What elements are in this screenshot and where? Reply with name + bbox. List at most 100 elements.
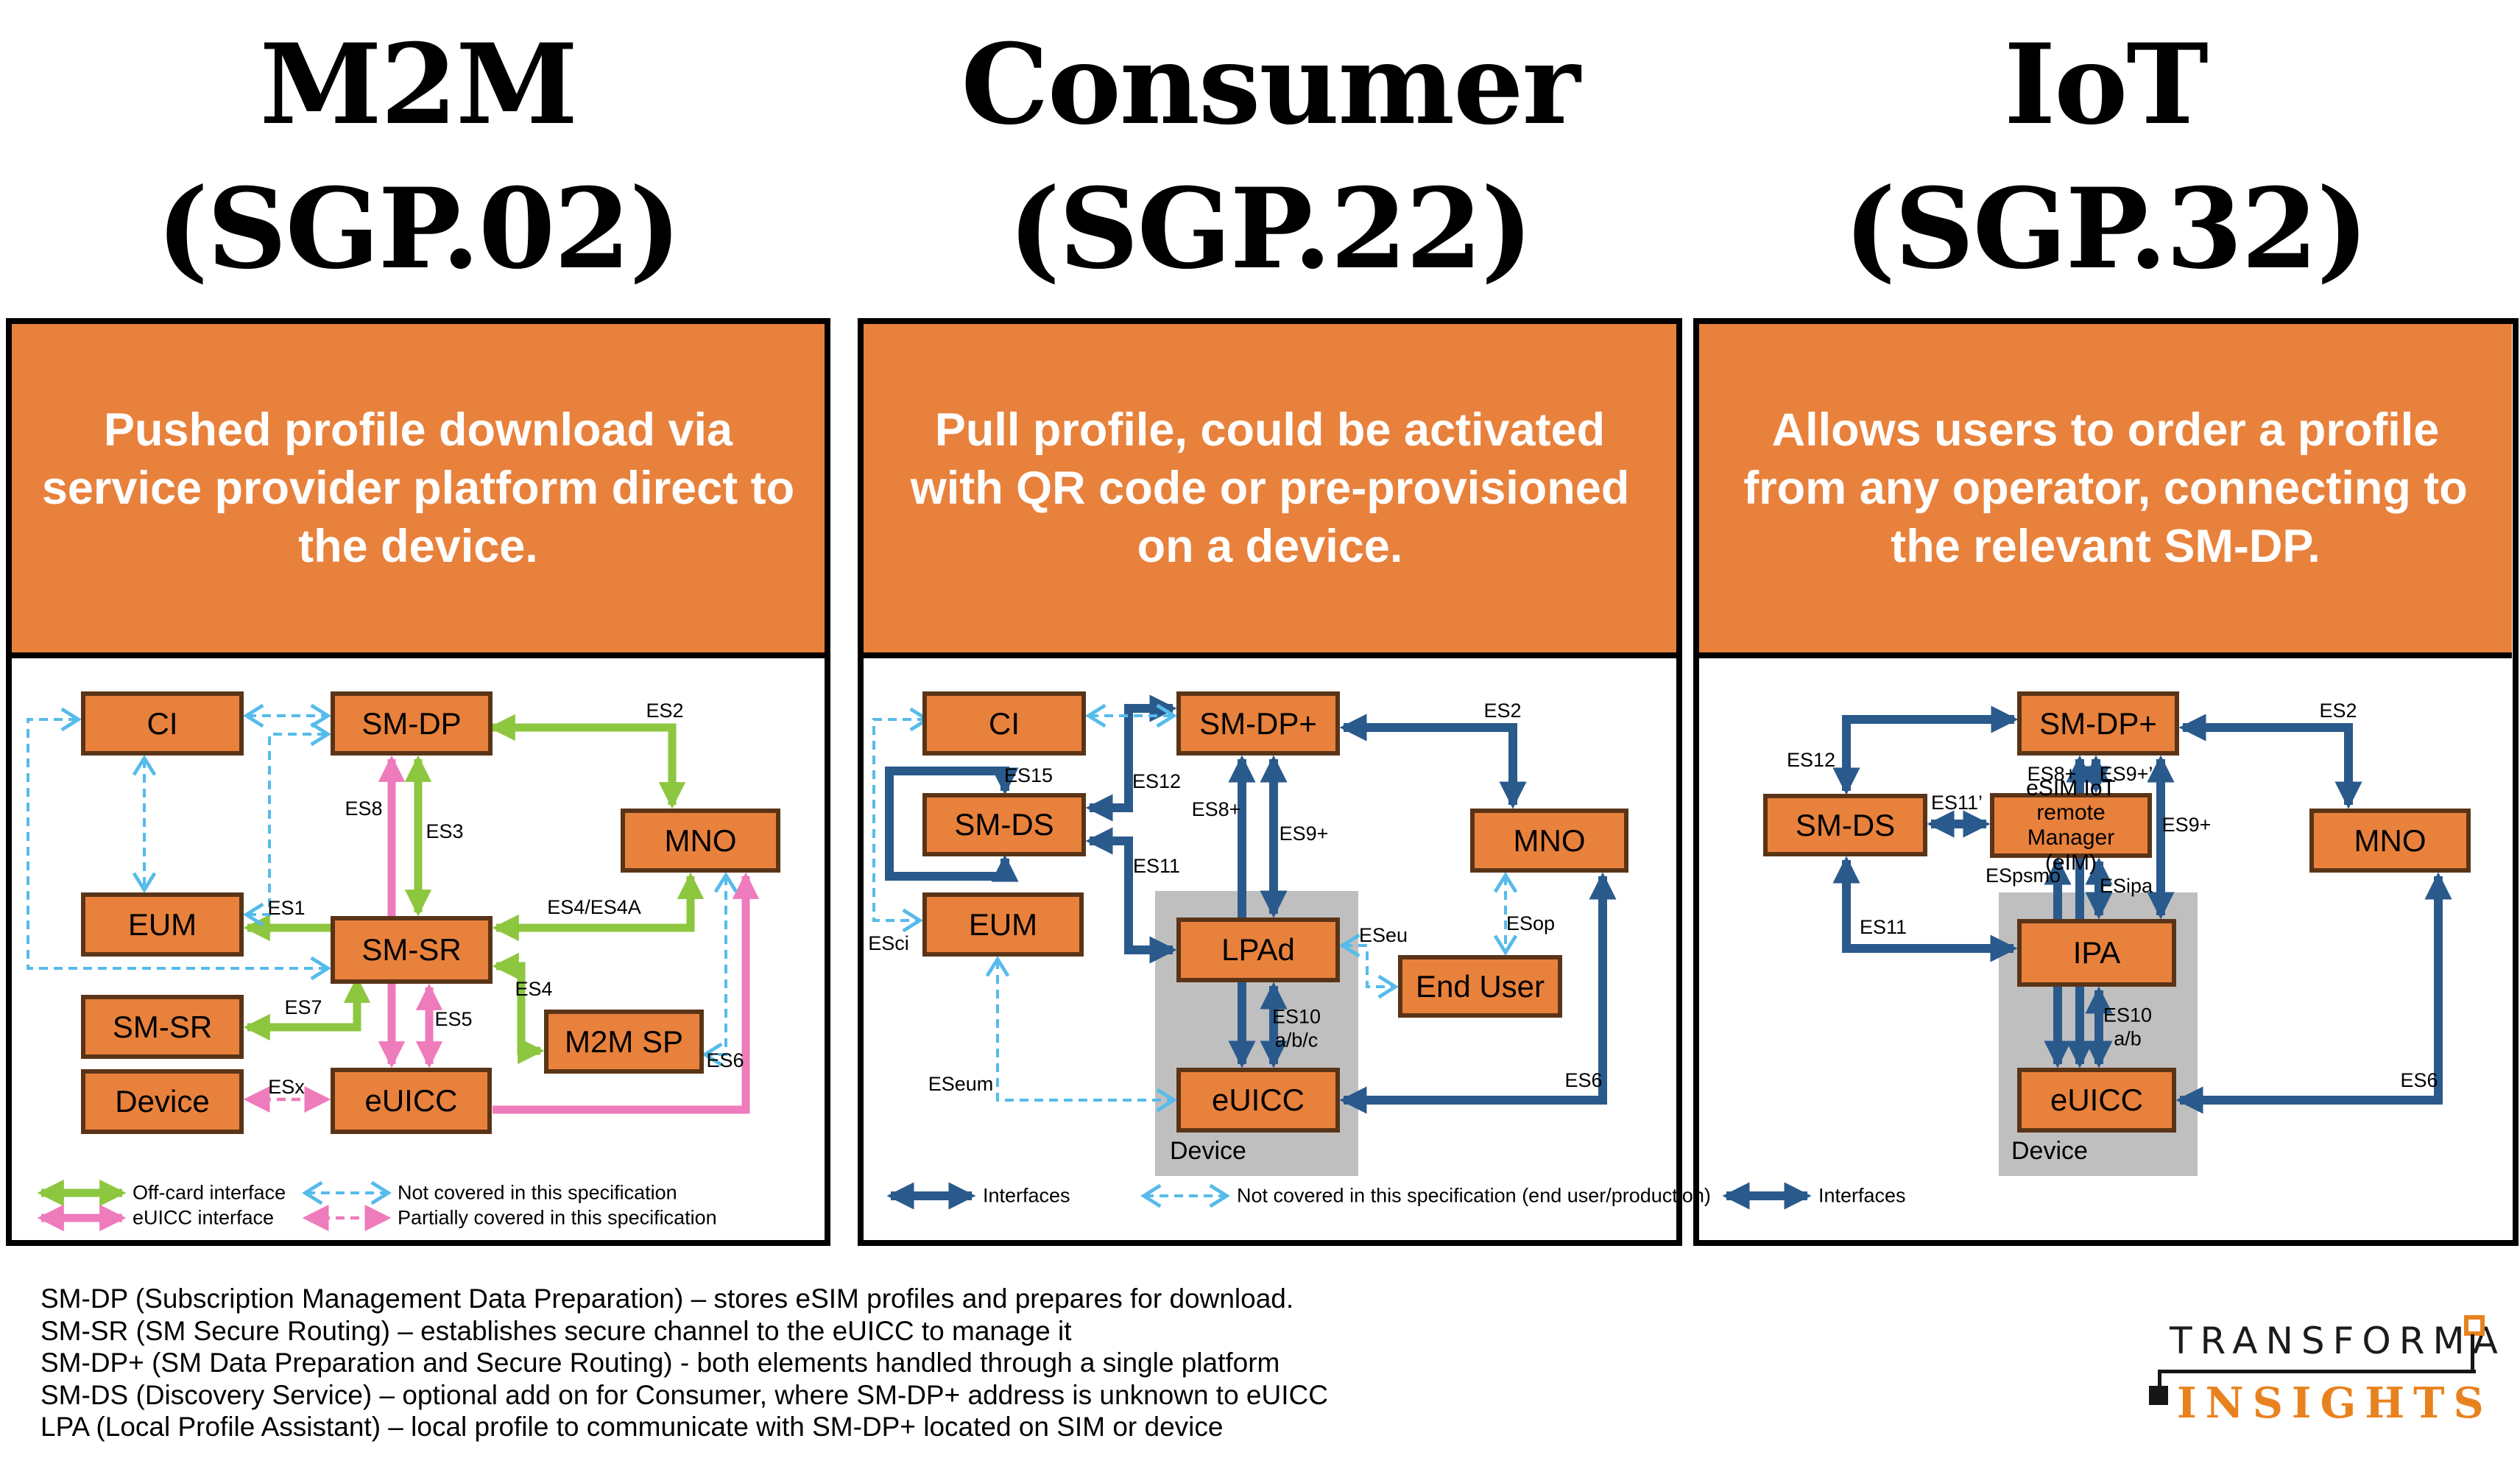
edge-label-es9-plus-prime: ES9+’ [2099, 762, 2153, 785]
edge-label-es5: ES5 [434, 1007, 473, 1030]
edge-label-es9-plus: ES9+ [2161, 813, 2212, 836]
logo-line [2158, 1373, 2161, 1387]
logo-line [2158, 1370, 2476, 1373]
logo-orange-square-icon [2464, 1315, 2485, 1336]
edge-label-es2: ES2 [646, 699, 684, 722]
edge-label-esipa: ESipa [2099, 874, 2153, 897]
edge-label-esop: ESop [1506, 912, 1556, 934]
node-ci: CI [922, 691, 1086, 756]
legend-partially-covered: Partially covered in this specification [398, 1206, 717, 1229]
edge-label-es4: ES4 [515, 977, 553, 1000]
title-m2m-spec: (SGP.02) [156, 164, 681, 294]
node-mno: MNO [2309, 809, 2471, 873]
iot-arrows [1722, 705, 2452, 1210]
edge-label-es15: ES15 [1003, 764, 1053, 786]
node-sm-ds: SM-DS [922, 793, 1086, 856]
edge-label-espsmo: ESpsmo [1985, 864, 2061, 887]
legend-not-covered: Not covered in this specification (end u… [1237, 1184, 1711, 1207]
logo-line [2471, 1334, 2474, 1371]
edge-label-es10: ES10 a/b [2103, 1004, 2153, 1050]
glossary-line: SM-DS (Discovery Service) – optional add… [40, 1379, 1328, 1410]
title-iot: IoT [2004, 20, 2209, 149]
node-sm-dp-plus: SM-DP+ [2017, 691, 2179, 756]
glossary-line: LPA (Local Profile Assistant) – local pr… [40, 1412, 1224, 1442]
panel-consumer: Pull profile, could be activated with QR… [858, 318, 1711, 1246]
node-euicc: eUICC [1176, 1068, 1340, 1133]
node-m2m-sp: M2M SP [544, 1010, 704, 1074]
glossary-line: SM-DP+ (SM Data Preparation and Secure R… [40, 1348, 1280, 1378]
edge-label-es1: ES1 [267, 896, 306, 919]
node-eum: EUM [81, 892, 244, 957]
edge-label-es6: ES6 [1564, 1068, 1603, 1091]
edge-label-es12: ES12 [1786, 748, 1836, 771]
divider [864, 652, 1676, 658]
edge-label-es2: ES2 [2319, 699, 2357, 722]
panel-iot: Allows users to order a profile from any… [1693, 318, 2519, 1246]
iot-description: Allows users to order a profile from any… [1699, 324, 2512, 652]
consumer-arrows [872, 694, 1617, 1210]
node-sm-sr: SM-SR [331, 916, 493, 984]
legend-not-covered: Not covered in this specification [398, 1181, 677, 1204]
legend-euicc-interface: eUICC interface [133, 1206, 275, 1229]
transforma-insights-logo: TRANSFORMA INSIGHTS [2131, 1303, 2507, 1454]
node-end-user: End User [1398, 955, 1562, 1018]
node-mno: MNO [621, 809, 780, 873]
node-euicc: eUICC [2017, 1068, 2176, 1133]
panel-m2m: Pushed profile download via service prov… [6, 318, 830, 1246]
legend-interfaces: Interfaces [1818, 1184, 1906, 1207]
edge-label-es6: ES6 [706, 1049, 744, 1071]
node-ipa: IPA [2017, 919, 2176, 987]
edge-label-es12: ES12 [1132, 770, 1182, 792]
m2m-description: Pushed profile download via service prov… [12, 324, 825, 652]
node-eim: eSIM IoT remote Manager (eIM) [1990, 776, 2152, 875]
edge-label-es8: ES8 [345, 797, 383, 820]
edge-label-esx: ESx [268, 1075, 305, 1098]
legend-interfaces: Interfaces [983, 1184, 1070, 1207]
column-title-consumer: Consumer (SGP.22) [858, 29, 1682, 284]
m2m-arrows [27, 703, 760, 1232]
column-title-iot: IoT (SGP.32) [1693, 29, 2518, 284]
edge-label-esci: ESci [868, 932, 909, 954]
glossary: SM-DP (Subscription Management Data Prep… [40, 1283, 1328, 1443]
edge-label-eseu: ESeu [1358, 923, 1408, 946]
edge-label-es11: ES11 [1132, 854, 1181, 877]
column-title-m2m: M2M (SGP.02) [6, 29, 830, 284]
edge-label-es7: ES7 [284, 996, 322, 1018]
edge-label-es8-plus: ES8+ [1191, 797, 1241, 820]
node-eum: EUM [922, 892, 1084, 957]
node-ci: CI [81, 691, 244, 756]
title-iot-spec: (SGP.32) [1843, 164, 2368, 294]
edge-label-es10: ES10 a/b/c [1271, 1005, 1321, 1052]
logo-black-square-icon [2149, 1386, 2168, 1405]
logo-insights-text: INSIGHTS [2177, 1378, 2493, 1428]
node-sm-ds: SM-DS [1763, 794, 1927, 856]
divider [12, 652, 825, 658]
edge-label-es6: ES6 [2400, 1068, 2438, 1091]
logo-transforma-text: TRANSFORMA [2170, 1320, 2506, 1362]
edge-label-es11: ES11 [1859, 915, 1907, 938]
node-euicc: eUICC [331, 1068, 492, 1134]
node-sm-dp-plus: SM-DP+ [1176, 691, 1340, 756]
edge-label-es3: ES3 [426, 820, 464, 842]
node-device: Device [81, 1069, 244, 1134]
edge-label-es11-prime: ES11’ [1930, 791, 1983, 814]
glossary-line: SM-DP (Subscription Management Data Prep… [40, 1283, 1294, 1314]
edge-label-es2: ES2 [1483, 699, 1522, 722]
legend-offcard: Off-card interface [133, 1181, 286, 1204]
device-region-label: Device [1170, 1137, 1246, 1165]
title-m2m: M2M [259, 20, 578, 149]
edge-label-es4-es4a: ES4/ES4A [547, 895, 641, 918]
node-mno: MNO [1470, 809, 1628, 873]
title-consumer: Consumer [961, 20, 1580, 149]
node-sm-sr-2: SM-SR [81, 995, 244, 1059]
node-sm-dp: SM-DP [331, 691, 493, 756]
device-region-label: Device [2011, 1137, 2088, 1165]
edge-label-es8-plus: ES8+ [2027, 762, 2077, 785]
edge-label-eseum: ESeum [928, 1072, 994, 1095]
consumer-description: Pull profile, could be activated with QR… [864, 324, 1676, 652]
title-consumer-spec: (SGP.22) [1008, 164, 1533, 294]
glossary-line: SM-SR (SM Secure Routing) – establishes … [40, 1315, 1072, 1346]
edge-label-es9-plus: ES9+ [1279, 822, 1329, 845]
node-lpad: LPAd [1176, 918, 1340, 982]
